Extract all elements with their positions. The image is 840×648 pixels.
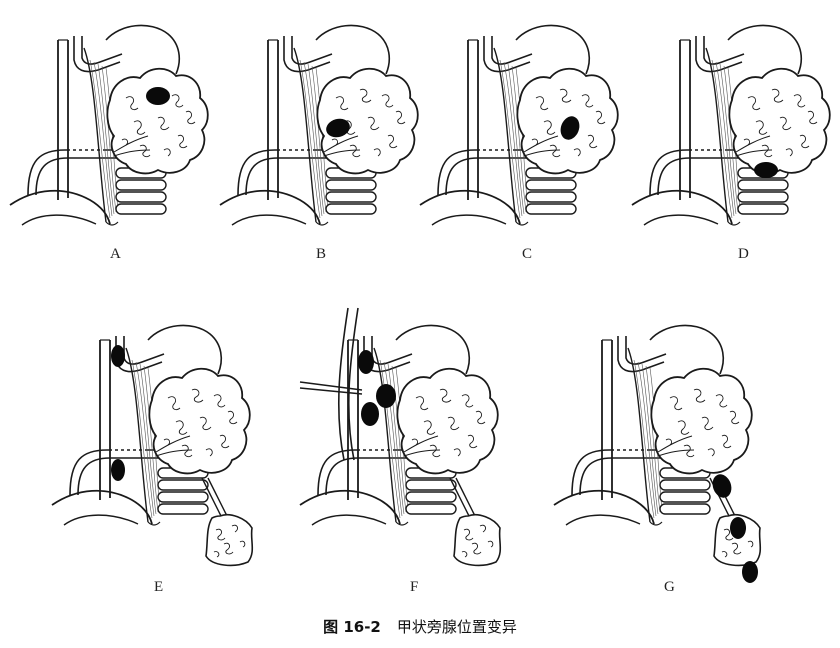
parathyroid-gland [146, 87, 170, 105]
parathyroid-gland [111, 459, 125, 481]
parathyroid-gland [712, 474, 732, 498]
parathyroid-gland [361, 402, 379, 426]
panel-d: D [630, 23, 832, 262]
panel-b: B [218, 23, 420, 262]
panel-a: A [8, 23, 210, 262]
parathyroid-gland [754, 162, 778, 178]
panel-label: C [522, 246, 532, 262]
parathyroid-gland [111, 345, 125, 367]
panel-label: A [110, 246, 121, 262]
panel-c: C [418, 23, 620, 262]
panel-e: E [50, 323, 254, 595]
panel-g: G [552, 323, 762, 595]
parathyroid-gland [376, 384, 396, 408]
figure-caption: 图 16-2 甲状旁腺位置变异 [0, 616, 840, 637]
figure-title: 甲状旁腺位置变异 [396, 618, 517, 636]
panel-label: E [154, 579, 163, 595]
panel-label: F [410, 579, 418, 595]
panel-label: G [664, 579, 675, 595]
panel-f: F [298, 307, 502, 595]
panel-label: B [316, 246, 326, 262]
parathyroid-gland [326, 118, 350, 138]
parathyroid-gland [560, 116, 580, 140]
panel-label: D [738, 246, 749, 262]
parathyroid-gland [742, 561, 758, 583]
figure-number: 图 16-2 [323, 618, 381, 636]
parathyroid-gland [730, 517, 746, 539]
parathyroid-gland [358, 350, 374, 374]
